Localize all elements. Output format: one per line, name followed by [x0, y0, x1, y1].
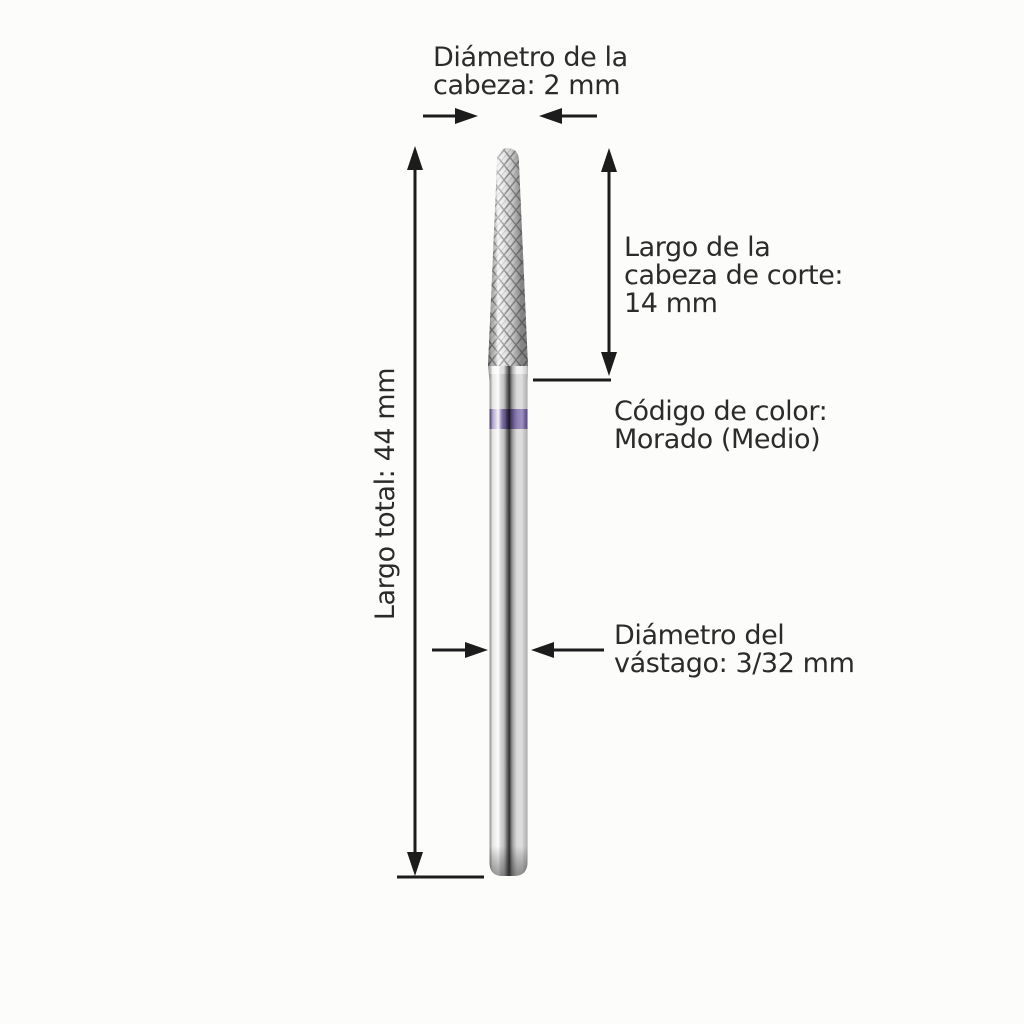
head-diameter-label-line2: cabeza: 2 mm: [433, 70, 621, 101]
cutting-head-length-label: Largo de la cabeza de corte: 14 mm: [624, 232, 844, 319]
head-length-dimension-line: [533, 148, 617, 382]
total-length-label: Largo total: 44 mm: [370, 367, 401, 621]
color-code-label-line1: Código de color:: [614, 396, 828, 427]
head-diameter-label-line1: Diámetro de la: [433, 42, 628, 73]
shank-diameter-arrows: [432, 642, 604, 658]
shank-diameter-label-line2: vástago: 3/32 mm: [614, 648, 855, 679]
drill-bit-head: [488, 148, 528, 366]
head-diameter-arrows: [423, 108, 597, 124]
cutting-head-length-label-line2: cabeza de corte:: [624, 260, 844, 291]
color-code-label-line2: Morado (Medio): [614, 424, 821, 455]
color-code-label: Código de color: Morado (Medio): [614, 396, 828, 455]
cutting-head-length-label-line1: Largo de la: [624, 232, 771, 263]
cutting-head-length-label-line3: 14 mm: [624, 288, 718, 319]
shank-diameter-label: Diámetro del vástago: 3/32 mm: [614, 620, 855, 679]
total-length-dimension-line: [397, 146, 484, 879]
shank-diameter-label-line1: Diámetro del: [614, 620, 785, 651]
drill-bit-shank: [488, 366, 528, 876]
head-diameter-label: Diámetro de la cabeza: 2 mm: [433, 44, 628, 100]
